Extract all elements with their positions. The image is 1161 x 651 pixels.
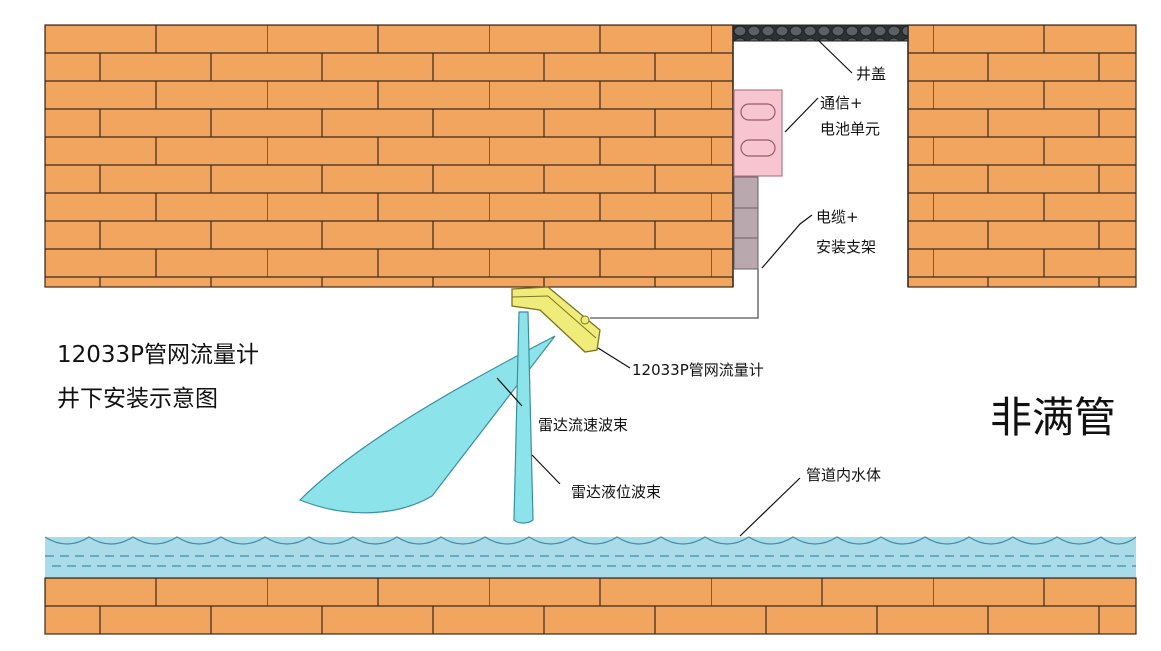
- label-comm-unit-line1: 通信+: [820, 94, 863, 112]
- diagram-title-line1: 12033P管网流量计: [57, 342, 259, 368]
- label-water-body: 管道内水体: [806, 466, 881, 484]
- label-level-beam: 雷达液位波束: [571, 483, 661, 501]
- manhole-cover: [732, 24, 909, 42]
- bottom-brick-wall: [44, 577, 1137, 635]
- mounting-bracket: [733, 176, 759, 270]
- label-cable-line1: 电缆+: [816, 208, 859, 226]
- label-comm-unit-line2: 电池单元: [820, 120, 880, 138]
- upper-right-brick-wall: [907, 24, 1137, 288]
- water-body: [44, 536, 1137, 578]
- cable-line: [590, 269, 759, 319]
- label-meter: 12033P管网流量计: [632, 361, 764, 379]
- label-manhole-cover: 井盖: [856, 65, 886, 83]
- radar-level-beam: [513, 311, 534, 524]
- label-velocity-beam: 雷达流速波束: [538, 416, 628, 434]
- upper-left-brick-wall: [44, 24, 734, 288]
- label-cable-line2: 安装支架: [816, 238, 876, 256]
- pipe-state-label: 非满管: [990, 393, 1116, 442]
- callout-leaders: [496, 39, 853, 537]
- radar-velocity-beam: [298, 335, 556, 514]
- flowmeter-sensor: [511, 286, 601, 353]
- comm-battery-unit: [733, 89, 783, 177]
- diagram-title-line2: 井下安装示意图: [57, 386, 218, 412]
